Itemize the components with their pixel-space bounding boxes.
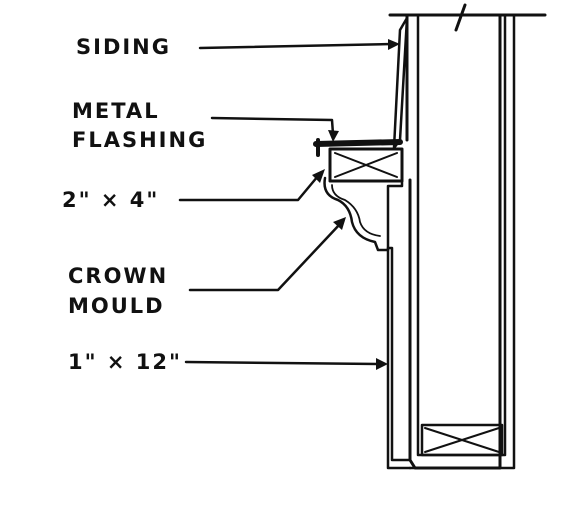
crown-mould-label-line1: CROWN — [68, 264, 169, 288]
siding-leader — [198, 42, 394, 50]
crown-mould-label-line2: MOULD — [68, 294, 165, 318]
wall-inner — [408, 13, 516, 470]
board-1x12 — [386, 246, 412, 470]
crown-mould-inner — [331, 184, 381, 237]
wall-outer — [405, 13, 502, 470]
siding — [392, 16, 409, 150]
crown-leader — [188, 222, 342, 292]
metal-flashing-label-line2: FLASHING — [72, 128, 208, 152]
siding-arrow — [388, 39, 400, 50]
stud-leader — [178, 174, 320, 202]
board-label: 1" × 12" — [68, 350, 182, 374]
break-mark — [454, 3, 467, 32]
flashing-leader — [210, 116, 335, 136]
board-arrow — [376, 358, 388, 370]
crown-arrow — [333, 217, 346, 230]
bottom-block — [420, 423, 504, 457]
bottom-block-x2 — [424, 427, 500, 453]
metal-flashing — [313, 139, 403, 147]
stud-label: 2" × 4" — [62, 188, 160, 212]
siding-label: SIDING — [76, 35, 171, 59]
board-leader — [184, 360, 380, 366]
flashing-arrow — [328, 130, 339, 142]
metal-flashing-label-line1: METAL — [72, 99, 160, 123]
crown-mould — [323, 176, 404, 252]
stud-arrow — [312, 169, 325, 183]
stud-x2 — [334, 152, 398, 178]
